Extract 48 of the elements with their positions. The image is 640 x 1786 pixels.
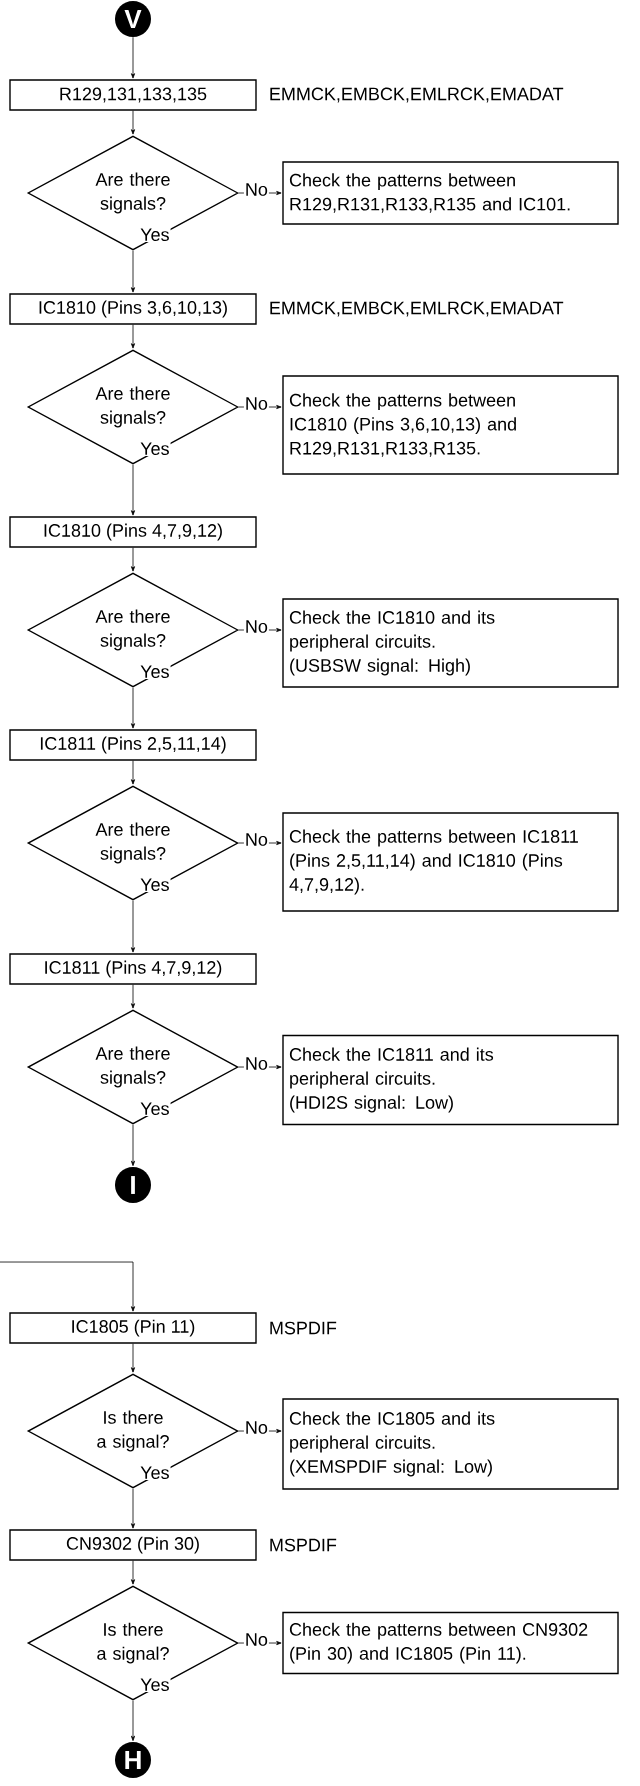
process-box: IC1805 (Pin 11)	[9, 1312, 257, 1344]
action-box: Check the IC1810 and its peripheral circuits. (USBSW signal: High)	[282, 598, 619, 688]
process-box: R129,131,133,135	[9, 79, 257, 111]
arrow	[131, 984, 135, 1009]
process-box: CN9302 (Pin 30)	[9, 1529, 257, 1561]
edge-label: No	[243, 396, 269, 411]
arrow	[131, 464, 135, 516]
action-box: Check the patterns between R129,R131,R133,R135 and IC101.	[282, 161, 619, 225]
signal-name: MSPDIF	[270, 1321, 337, 1335]
process-box: IC1811 (Pins 2,5,11,14)	[9, 729, 257, 761]
action-box: Check the IC1811 and its peripheral circuits. (HDI2S signal: Low)	[282, 1034, 619, 1126]
arrow	[131, 1124, 135, 1167]
process-box: IC1810 (Pins 4,7,9,12)	[9, 516, 257, 548]
edge-label: Yes	[139, 227, 171, 242]
edge-label: No	[243, 1056, 269, 1071]
edge-label: No	[243, 182, 269, 197]
edge-label: Yes	[139, 877, 171, 892]
arrow	[131, 1700, 135, 1742]
signal-name: MSPDIF	[270, 1538, 337, 1552]
edge-label: No	[243, 1632, 269, 1647]
edge-label: No	[243, 832, 269, 847]
arrow	[131, 324, 135, 349]
arrow	[0, 1261, 135, 1312]
edge-label: Yes	[139, 1677, 171, 1692]
action-box: Check the patterns between IC1810 (Pins 3,6,10,13) and R129,R131,R133,R135.	[282, 375, 619, 475]
arrow	[131, 1488, 135, 1529]
action-box: Check the patterns between CN9302 (Pin 30) and IC1805 (Pin 11).	[282, 1611, 619, 1675]
signal-name: EMMCK,EMBCK,EMLRCK,EMADAT	[270, 87, 564, 103]
edge-label: Yes	[139, 1101, 171, 1116]
arrow	[131, 36, 135, 79]
action-box: Check the patterns between IC1811 (Pins 2,5,11,14) and IC1810 (Pins 4,7,9,12).	[282, 812, 619, 912]
arrow	[131, 1560, 135, 1585]
signal-name: EMMCK,EMBCK,EMLRCK,EMADAT	[270, 301, 564, 317]
edge-label: Yes	[139, 441, 171, 456]
arrow	[131, 687, 135, 729]
arrow	[131, 547, 135, 572]
action-box: Check the IC1805 and its peripheral circuits. (XEMSPDIF signal: Low)	[282, 1398, 619, 1490]
arrow	[131, 900, 135, 953]
process-box: IC1810 (Pins 3,6,10,13)	[9, 293, 257, 325]
arrow	[131, 760, 135, 785]
arrow	[131, 110, 135, 135]
edge-label: Yes	[139, 1465, 171, 1480]
edge-label: Yes	[139, 664, 171, 679]
edge-label: No	[243, 1420, 269, 1435]
process-box: IC1811 (Pins 4,7,9,12)	[9, 953, 257, 985]
edge-label: No	[243, 619, 269, 634]
arrow	[131, 1343, 135, 1373]
arrow	[131, 250, 135, 293]
